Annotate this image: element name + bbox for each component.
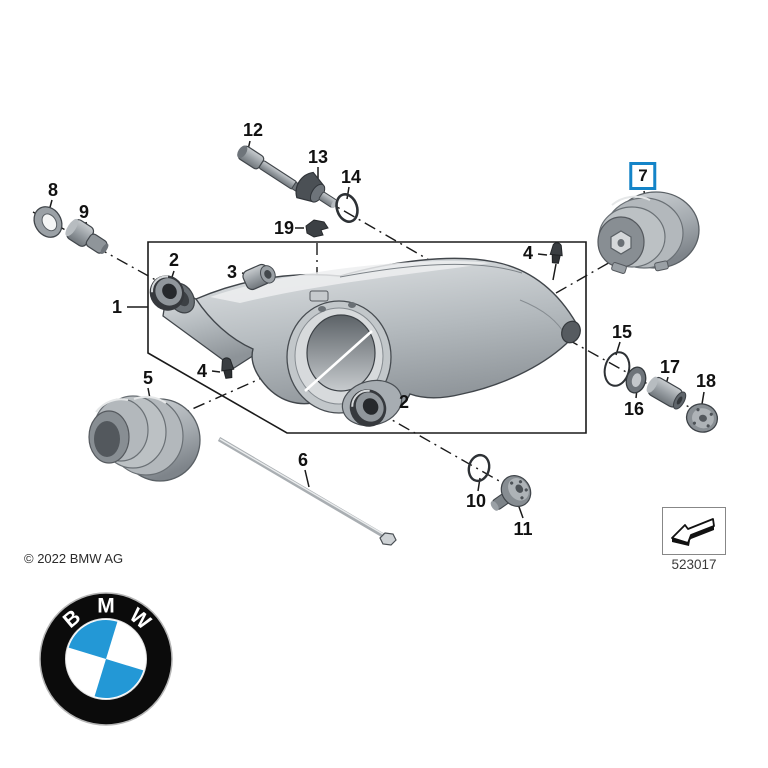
part-3-bushing xyxy=(242,263,276,291)
part-10-oring xyxy=(467,453,491,483)
direction-indicator-box xyxy=(662,507,726,555)
part-4-plug-left xyxy=(221,357,235,379)
part-7-boot xyxy=(597,191,700,274)
direction-arrow-icon xyxy=(671,518,715,546)
part-callout-18[interactable]: 18 xyxy=(695,371,717,391)
part-13-adjuster xyxy=(295,171,338,209)
part-callout-8[interactable]: 8 xyxy=(47,180,59,200)
part-1-swingarm xyxy=(162,257,581,427)
assembly-frame-box xyxy=(147,241,587,434)
part-4-plug-top xyxy=(549,242,563,264)
part-callout-7[interactable]: 7 xyxy=(629,162,657,190)
part-12-bolt xyxy=(237,145,303,194)
part-callout-1[interactable]: 1 xyxy=(111,297,123,317)
part-callout-15[interactable]: 15 xyxy=(611,322,633,342)
part-callout-4[interactable]: 4 xyxy=(522,243,534,263)
part-callout-10[interactable]: 10 xyxy=(465,491,487,511)
part-19-clip xyxy=(305,219,329,238)
part-callout-16[interactable]: 16 xyxy=(623,399,645,419)
part-callout-13[interactable]: 13 xyxy=(307,147,329,167)
part-callout-4[interactable]: 4 xyxy=(196,361,208,381)
part-callout-11[interactable]: 11 xyxy=(513,519,533,539)
part-9-spacer xyxy=(65,218,109,254)
part-16-washer xyxy=(625,366,647,394)
part-5-boot xyxy=(88,395,201,482)
part-callout-2[interactable]: 2 xyxy=(398,392,410,412)
part-14-oring xyxy=(335,193,359,223)
rod-end-nut xyxy=(379,532,397,546)
part-callout-6[interactable]: 6 xyxy=(297,450,309,470)
part-17-sleeve xyxy=(646,376,687,410)
part-2-bearing-rear xyxy=(349,389,387,427)
copyright-text: © 2022 BMW AG xyxy=(24,551,124,566)
logo-letter-m: M xyxy=(97,595,115,618)
part-callout-19[interactable]: 19 xyxy=(273,218,295,238)
part-callout-5[interactable]: 5 xyxy=(142,368,154,388)
diagram-code: 523017 xyxy=(671,557,717,572)
part-callout-2[interactable]: 2 xyxy=(168,250,180,270)
part-2-bearing-front xyxy=(149,275,185,311)
part-callout-3[interactable]: 3 xyxy=(226,262,238,282)
swingarm-tail-bore xyxy=(561,320,581,344)
roundel-quarters xyxy=(67,620,145,698)
part-8-washer xyxy=(33,206,63,238)
part-6-rod xyxy=(217,437,397,546)
part-callout-12[interactable]: 12 xyxy=(242,120,264,140)
part-callout-17[interactable]: 17 xyxy=(659,357,681,377)
part-11-plug xyxy=(490,475,532,511)
bmw-logo: B M W xyxy=(39,592,173,726)
part-18-flange xyxy=(685,403,719,433)
part-callout-9[interactable]: 9 xyxy=(78,202,90,222)
part-callout-14[interactable]: 14 xyxy=(340,167,362,187)
